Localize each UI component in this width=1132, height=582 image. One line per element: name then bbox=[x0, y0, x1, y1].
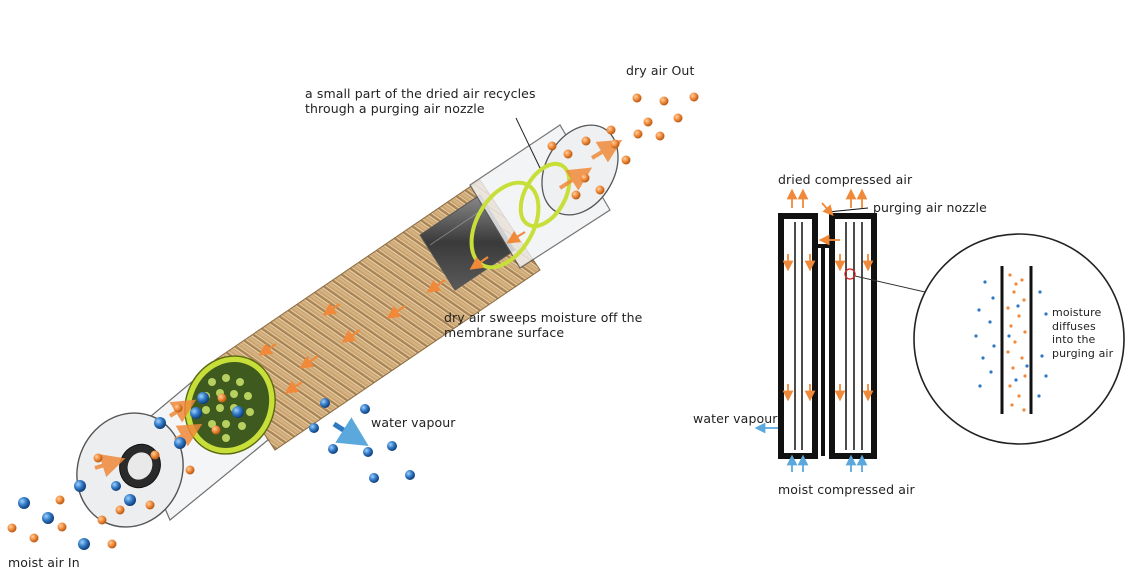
flow-arrow bbox=[258, 342, 277, 356]
moist-compressed-air-label: moist compressed air bbox=[778, 482, 915, 497]
detail-orange-dots bbox=[1006, 273, 1027, 412]
detail-connector-line bbox=[854, 275, 926, 293]
flow-arrow bbox=[821, 202, 834, 217]
sweep-note-line1: dry air sweeps moisture off the bbox=[444, 310, 643, 325]
purge-flow-arrows bbox=[258, 230, 526, 394]
water-vapour-label-right: water vapour bbox=[693, 411, 778, 426]
flow-arrow bbox=[284, 380, 303, 394]
left-tube bbox=[778, 213, 818, 459]
moisture-diffuses-note: moisture diffuses into the purging air bbox=[1052, 306, 1113, 360]
recycle-pointer-line bbox=[515, 117, 541, 169]
magnified-detail bbox=[913, 233, 1125, 445]
flow-arrow bbox=[341, 329, 361, 343]
flow-arrow bbox=[426, 279, 446, 293]
moisture-note-line1: moisture bbox=[1052, 306, 1102, 319]
detail-highlight-circle bbox=[844, 268, 856, 280]
purging-air-nozzle-label: purging air nozzle bbox=[873, 200, 987, 215]
recycle-note-line2: through a purging air nozzle bbox=[305, 101, 485, 116]
flow-arrow bbox=[558, 167, 593, 191]
dried-compressed-air-label: dried compressed air bbox=[778, 172, 913, 187]
dryer-schematic bbox=[778, 207, 877, 459]
water-vapour-label-left: water vapour bbox=[371, 415, 456, 430]
nozzle-pointer-line bbox=[827, 207, 869, 213]
moist-air-in-label: moist air In bbox=[8, 555, 80, 570]
moisture-note-line4: purging air bbox=[1052, 346, 1114, 360]
flow-arrow bbox=[506, 230, 526, 244]
recycle-note: a small part of the dried air recycles t… bbox=[305, 86, 536, 116]
flow-arrow bbox=[94, 454, 126, 478]
sweep-note: dry air sweeps moisture off the membrane… bbox=[444, 310, 642, 340]
moisture-note-line2: diffuses bbox=[1052, 319, 1096, 333]
flow-arrow bbox=[299, 355, 319, 369]
flow-arrow bbox=[386, 305, 406, 319]
right-tube bbox=[829, 213, 877, 459]
inlet-face bbox=[184, 355, 276, 455]
water-vapour-exit-arrow bbox=[332, 417, 369, 447]
dry-air-particles bbox=[547, 92, 699, 200]
recycle-note-line1: a small part of the dried air recycles bbox=[305, 86, 536, 101]
water-vapour-particles bbox=[309, 398, 415, 483]
moist-air-particles bbox=[7, 392, 244, 550]
flow-arrow bbox=[322, 302, 341, 316]
dry-air-out-label: dry air Out bbox=[626, 63, 695, 78]
moisture-note-line3: into the bbox=[1052, 333, 1096, 346]
sweep-note-line2: membrane surface bbox=[444, 325, 565, 340]
detail-blue-dots bbox=[974, 280, 1048, 398]
flow-arrow bbox=[590, 139, 623, 163]
flow-arrow bbox=[469, 256, 489, 270]
inlet-flow-arrows bbox=[94, 139, 623, 478]
